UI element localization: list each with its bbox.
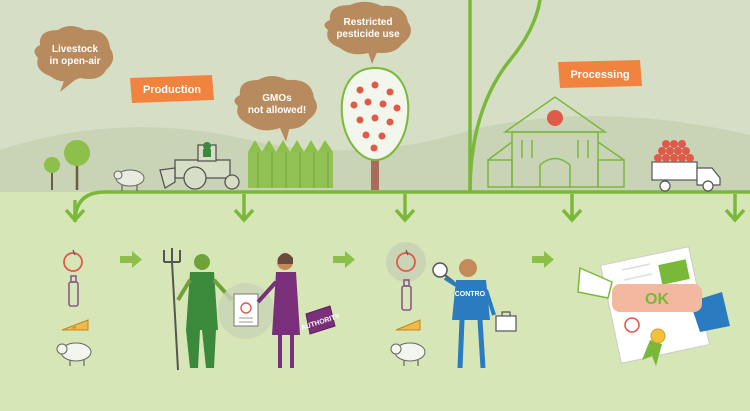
- handshake-ok: OK: [577, 266, 730, 332]
- livestock-bubble-line-2: in open-air: [49, 56, 100, 67]
- down-arrow-4-icon: [561, 194, 583, 223]
- apple-tree-icon: [340, 66, 410, 190]
- inspected-apple-icon: [386, 242, 426, 282]
- step-arrow-3-icon: [532, 251, 554, 268]
- authority-officer-figure: AUTHORITY: [256, 253, 341, 368]
- production-label: Production: [130, 75, 214, 103]
- control-badge-text: CONTROL: [455, 291, 490, 298]
- processing-building-icon: [487, 96, 625, 188]
- sheep-icon: [113, 169, 145, 191]
- pesticide-bubble: Restricted pesticide use: [324, 1, 411, 64]
- ok-text: OK: [645, 291, 669, 308]
- delivery-truck-icon: [651, 140, 721, 192]
- curved-flow-line: [468, 0, 542, 193]
- pesticide-bubble-line-1: Restricted: [344, 17, 393, 28]
- gmo-bubble-line-2: not allowed!: [248, 105, 306, 116]
- tree-icon: [64, 140, 90, 190]
- small-tree-icon: [44, 157, 60, 190]
- down-arrow-1-icon: [64, 200, 86, 223]
- processing-label: Processing: [558, 60, 642, 88]
- control-inspector-figure: CONTROL: [432, 259, 517, 369]
- livestock-bubble-line-1: Livestock: [52, 44, 99, 55]
- livestock-bubble: Livestock in open-air: [34, 26, 114, 92]
- tractor-icon: [159, 142, 240, 190]
- inspected-sheep-icon: [390, 342, 426, 366]
- down-arrow-5-icon: [724, 194, 746, 223]
- bottle-icon: [68, 275, 79, 307]
- step-arrow-2-icon: [333, 251, 355, 268]
- processing-label-text: Processing: [570, 69, 629, 81]
- approval-medal-icon: [642, 328, 666, 366]
- cheese-icon: [61, 319, 89, 331]
- inspected-cheese-icon: [395, 319, 421, 331]
- sheep-product-icon: [56, 342, 92, 366]
- down-arrow-2-icon: [233, 194, 255, 223]
- pesticide-bubble-line-2: pesticide use: [336, 29, 400, 40]
- crop-field-icon: [248, 140, 333, 188]
- production-label-text: Production: [143, 84, 201, 96]
- gmo-bubble: GMOs not allowed!: [234, 76, 317, 142]
- down-arrow-3-icon: [394, 194, 416, 223]
- apple-icon: [63, 249, 83, 272]
- eu-organic-leaf-logo-icon: [658, 259, 690, 285]
- gmo-bubble-line-1: GMOs: [262, 93, 292, 104]
- step-arrow-1-icon: [120, 251, 142, 268]
- inspected-bottle-icon: [401, 279, 412, 311]
